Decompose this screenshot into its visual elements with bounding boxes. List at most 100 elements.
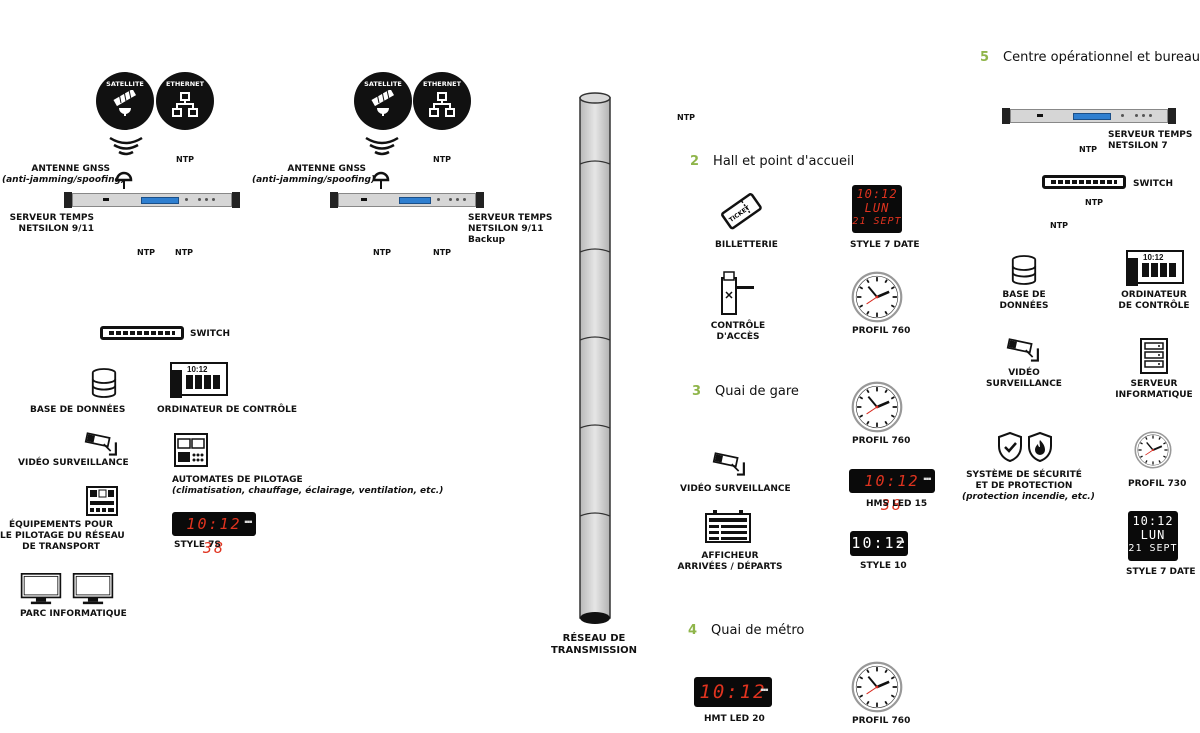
database-label-centre: BASE DE DONNÉES (999, 290, 1049, 311)
security-shield-icon (998, 431, 1022, 463)
network-control-equipment-icon (86, 486, 118, 516)
satellite-badge: SATELLITE (96, 72, 154, 130)
security-label: SYSTÈME DE SÉCURITÉ ET DE PROTECTION (pr… (962, 470, 1095, 502)
hmt-time: 10:12 (699, 681, 767, 703)
ethernet-badge: ETHERNET (156, 72, 214, 130)
satellite-badge-backup: SATELLITE (354, 72, 412, 130)
profil760-label-hall: PROFIL 760 (852, 326, 911, 336)
ntp-label-centre-a: NTP (1079, 145, 1098, 154)
database-icon (90, 367, 118, 399)
style7-date-display-hall: 10:12 LUN 21 SEPT (852, 185, 902, 233)
style7-date-display-centre: 10:12 LUN 21 SEPT (1128, 511, 1178, 561)
satellite-label: SATELLITE (106, 80, 144, 88)
netsilon7-rack (1002, 108, 1176, 124)
ethernet-icon (172, 92, 198, 117)
satellite-icon (371, 90, 395, 116)
control-computer-icon: 10:12 (170, 362, 228, 400)
control-computer-label-centre: ORDINATEUR DE CONTRÔLE (1118, 290, 1190, 311)
hmt-label: HMT LED 20 (704, 714, 765, 724)
ethernet-label-backup: ETHERNET (422, 80, 462, 88)
signal-waves-icon (365, 136, 399, 156)
antenna-label: ANTENNE GNSS (anti-jamming/spoofing) (2, 164, 126, 185)
control-computer-label: ORDINATEUR DE CONTRÔLE (157, 405, 298, 415)
camera-icon (712, 452, 748, 478)
profil760-clock-hall (851, 271, 903, 323)
style7s-display: 10:12 38■■■ (172, 512, 256, 557)
ticket-icon: TICKET (721, 193, 762, 230)
profil730-label: PROFIL 730 (1128, 479, 1187, 489)
style7-date: 21 SEPT (852, 216, 902, 227)
profil760-label-gare: PROFIL 760 (852, 436, 911, 446)
style7-day: LUN (864, 201, 890, 215)
signal-waves-icon (109, 136, 143, 156)
afficheur-label: AFFICHEUR ARRIVÉES / DÉPARTS (677, 551, 783, 572)
database-icon (1010, 254, 1038, 286)
style7-date-centre: 21 SEPT (1128, 543, 1178, 554)
it-server-label: SERVEUR INFORMATIQUE (1115, 379, 1193, 400)
ntp-label-centre-b: NTP (1085, 198, 1104, 207)
ntp-label-backup-a: NTP (373, 248, 392, 257)
style7-day-centre: LUN (1140, 528, 1166, 542)
ntp-label-b: NTP (175, 248, 194, 257)
access-gate-icon (721, 271, 754, 315)
style7s-label: STYLE 7S (174, 540, 221, 550)
netsilon-backup-rack (330, 192, 484, 208)
antenna-icon (115, 171, 133, 189)
switch-device-centre (1042, 175, 1126, 189)
satellite-icon (113, 90, 137, 116)
ntp-label-top: NTP (176, 155, 195, 164)
antenna-icon (372, 171, 390, 189)
equipement-label: ÉQUIPEMENTS POUR LE PILOTAGE DU RÉSEAU D… (0, 520, 125, 552)
automation-panel-icon (174, 433, 208, 467)
computer-time: 10:12 (187, 365, 208, 374)
control-computer-icon: 10:12 (1126, 250, 1184, 288)
profil760-clock-gare (851, 381, 903, 433)
ethernet-icon (429, 92, 455, 117)
database-label: BASE DE DONNÉES (30, 405, 126, 415)
ethernet-badge-backup: ETHERNET (413, 72, 471, 130)
satellite-label-backup: SATELLITE (364, 80, 402, 88)
pc-icon-2 (70, 573, 116, 605)
automates-label: AUTOMATES DE PILOTAGE (climatisation, ch… (172, 475, 444, 496)
ntp-label-centre-c: NTP (1050, 221, 1069, 230)
parc-label: PARC INFORMATIQUE (20, 609, 127, 619)
style10-display: 10:12■■■ (850, 531, 908, 556)
ntp-label-backup-top: NTP (433, 155, 452, 164)
profil730-clock (1134, 431, 1172, 469)
style7-label-centre: STYLE 7 DATE (1126, 567, 1196, 577)
transmission-network-pillar (579, 92, 611, 624)
style7s-time: 10:12 38 (186, 515, 242, 557)
video-label: VIDÉO SURVEILLANCE (18, 458, 129, 468)
ntp-label-a: NTP (137, 248, 156, 257)
switch-label: SWITCH (190, 329, 231, 339)
antenna-label-backup: ANTENNE GNSS (anti-jamming/spoofing) (252, 164, 376, 185)
profil760-label-metro: PROFIL 760 (852, 716, 911, 726)
network-label: RÉSEAU DE TRANSMISSION (550, 633, 638, 656)
profil760-clock-metro (851, 661, 903, 713)
video-label-centre: VIDÉO SURVEILLANCE (986, 368, 1062, 389)
ethernet-label: ETHERNET (165, 80, 205, 88)
switch-device (100, 326, 184, 340)
hms-led15-display: 10:12 38■■■ (849, 469, 935, 514)
hms-label: HMS LED 15 (866, 499, 928, 509)
it-server-icon (1140, 338, 1168, 374)
billetterie-label: BILLETTERIE (715, 240, 778, 250)
netsilon7-label: SERVEUR TEMPS NETSILON 7 (1108, 130, 1193, 151)
video-label-gare: VIDÉO SURVEILLANCE (680, 484, 791, 494)
style10-label: STYLE 10 (860, 561, 907, 571)
server-label-backup: SERVEUR TEMPS NETSILON 9/11 Backup (468, 213, 553, 245)
style7-time: 10:12 (856, 187, 898, 201)
ntp-label-network: NTP (677, 113, 696, 122)
computer-time-centre: 10:12 (1143, 253, 1164, 262)
camera-icon (1006, 338, 1042, 364)
style7-label-hall: STYLE 7 DATE (850, 240, 920, 250)
switch-label-centre: SWITCH (1133, 179, 1174, 189)
hmt-led20-display: 10:12■■■ (694, 677, 772, 707)
departures-board-icon (705, 510, 751, 543)
hms-time: 10:12 38 (864, 472, 920, 514)
netsilon-server-rack (64, 192, 240, 208)
